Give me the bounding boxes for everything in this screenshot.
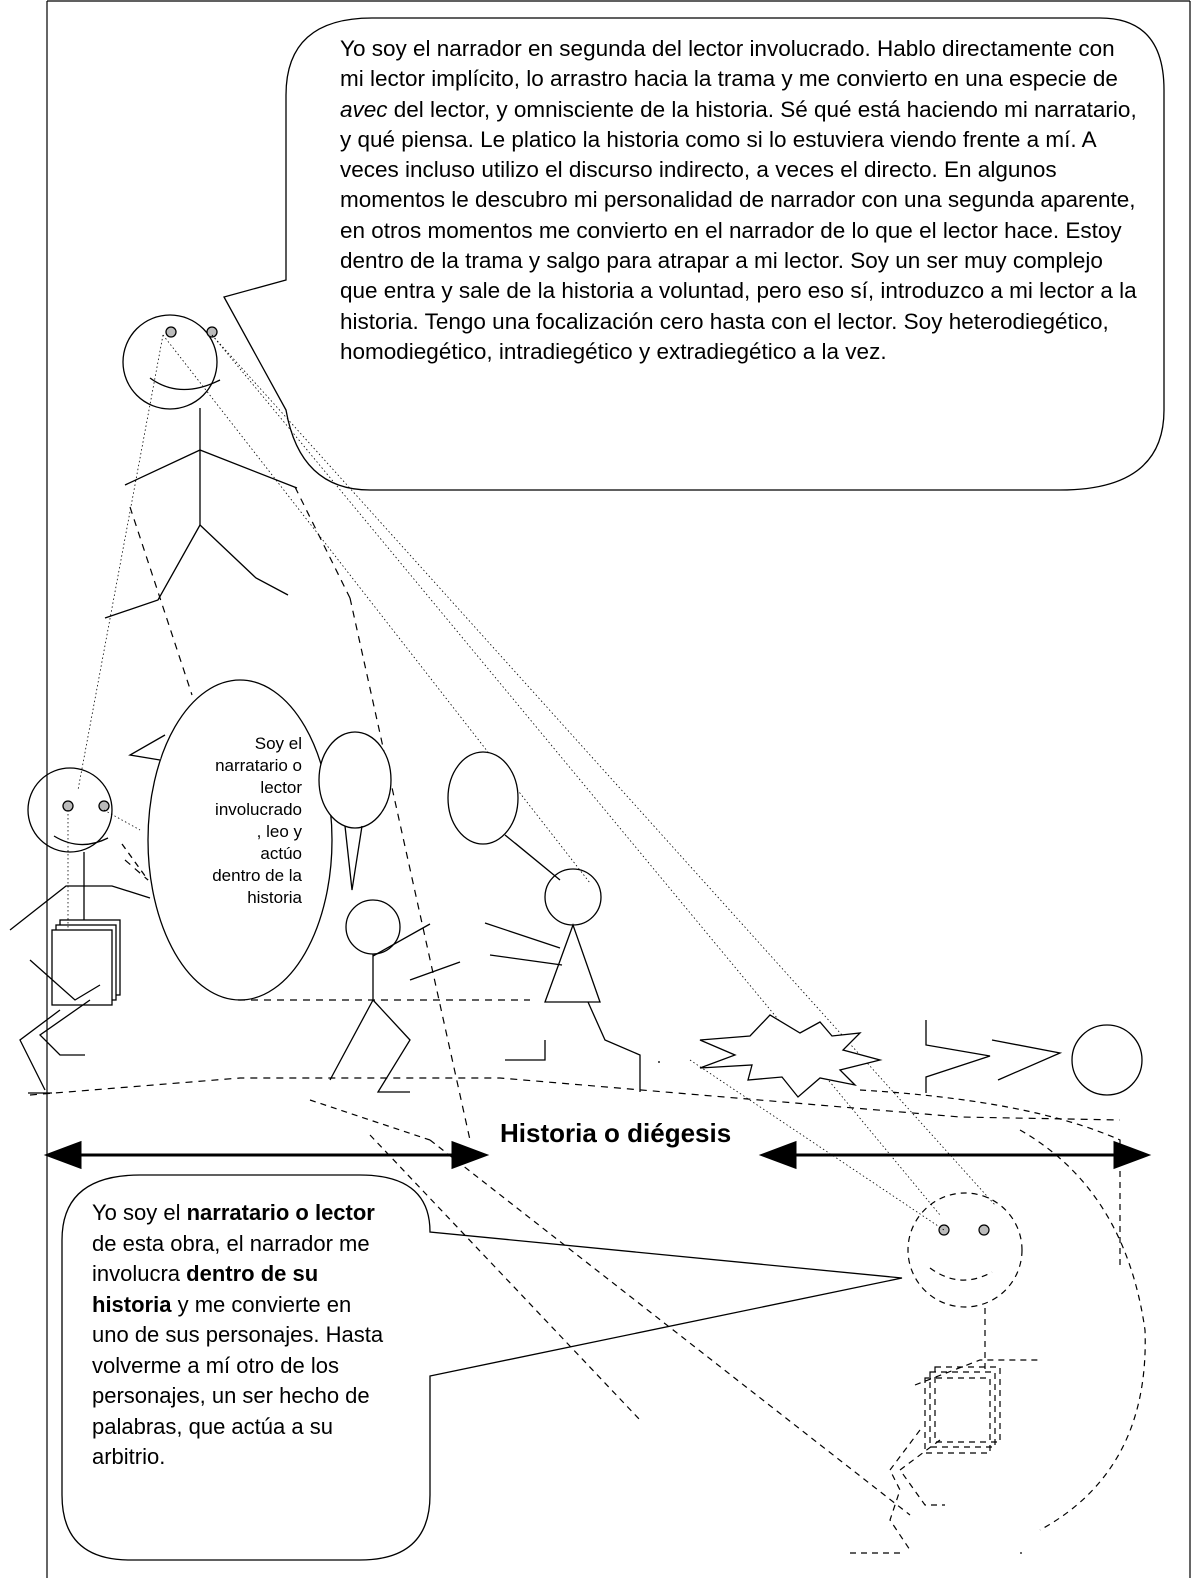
narratario-speech-bubble — [128, 679, 333, 1001]
lector-involucrado-figure — [309, 1089, 1146, 1554]
narratario-line: narratario o — [215, 756, 302, 775]
historia-label: Historia o diégesis — [500, 1118, 732, 1148]
narratario-speech-text: Soy el narratario o lector involucrado ,… — [186, 733, 302, 909]
narratario-line: actúo — [260, 844, 302, 863]
lector-text-bold-2: dentro de su historia — [92, 1261, 319, 1317]
historia-arrows — [43, 1140, 1152, 1170]
narratario-line: Soy el — [254, 734, 302, 753]
lector-speech-text: Yo soy el narratario o lector de esta ob… — [92, 1198, 392, 1473]
narrador-text-part-1: Yo soy el narrador en segunda del lector… — [340, 36, 1118, 92]
lector-text-part-1: Yo soy el — [92, 1200, 187, 1225]
explosion-star — [699, 1014, 883, 1098]
narrador-speech-bubble — [223, 17, 1165, 491]
lector-involucrado-sight — [689, 1059, 945, 1231]
lector-text-bold-1: narratario o lector — [186, 1200, 375, 1225]
narrador-text-part-2: del lector, y omnisciente de la historia… — [340, 96, 1137, 364]
historia-ground — [29, 859, 1121, 1121]
lector-text-part-3: y me convierte en uno de sus personajes.… — [92, 1291, 384, 1470]
page-frame — [46, 0, 1191, 1578]
narratario-line: , leo y — [256, 822, 302, 841]
lector-sight-lines — [67, 809, 141, 930]
narrador-speech-text: Yo soy el narrador en segunda del lector… — [340, 34, 1140, 367]
movement-shapes — [925, 1020, 1143, 1096]
narrador-sight-lines — [77, 334, 996, 1216]
narratario-line: historia — [247, 888, 302, 907]
narrador-figure — [104, 314, 298, 619]
narratario-line: dentro de la — [212, 866, 302, 885]
narratario-line: involucrado — [215, 800, 302, 819]
personaje-2 — [447, 751, 660, 1092]
personaje-1 — [318, 731, 461, 1093]
narrador-text-avec: avec — [340, 96, 388, 122]
narratario-line: lector — [260, 778, 302, 797]
narrador-cone — [129, 486, 471, 1141]
lector-figure — [9, 767, 151, 1094]
lector-text-part-2: de esta obra, el narrador me involucra — [92, 1230, 370, 1287]
lector-speech-bubble — [61, 1174, 903, 1561]
